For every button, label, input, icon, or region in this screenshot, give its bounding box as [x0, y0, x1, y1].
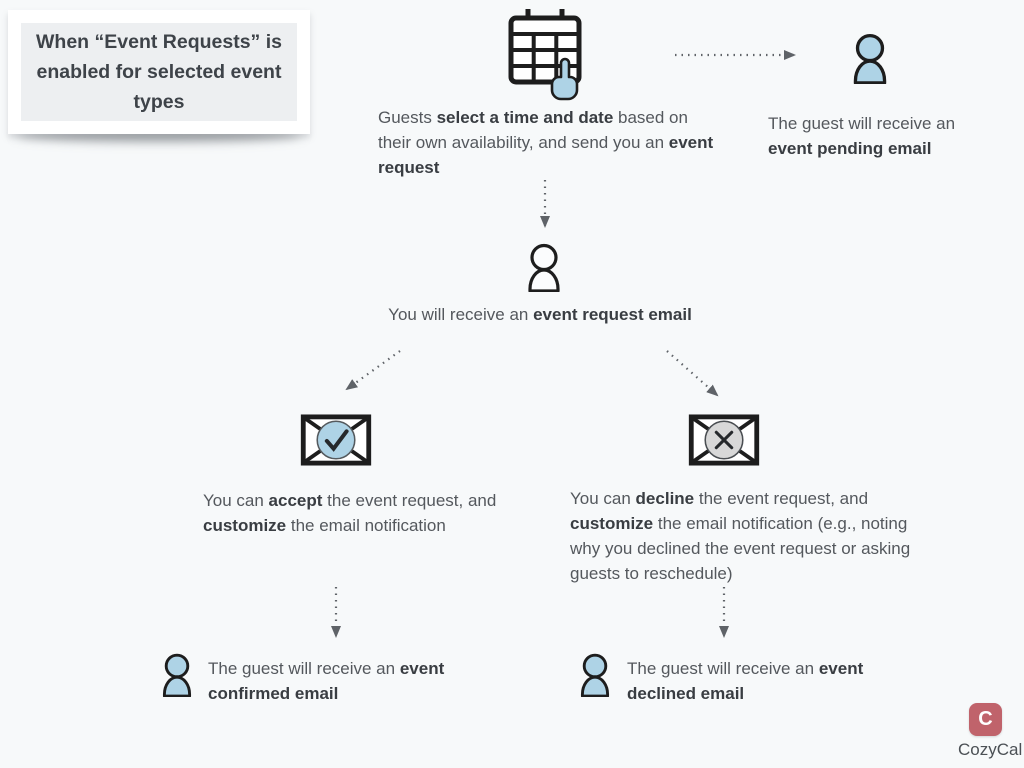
step-request-email-text: You will receive an event request email — [388, 305, 692, 324]
host-person-icon — [528, 243, 560, 292]
calendar-date-picker-icon — [508, 9, 582, 101]
dotted-arrow-to-guest — [675, 50, 796, 60]
callout-text: When “Event Requests” is enabled for sel… — [21, 23, 297, 121]
cozycal-logo-letter: C — [978, 708, 993, 730]
step-decline-text: You can decline the event request, and c… — [570, 489, 911, 583]
dotted-arrow-to-host — [540, 180, 550, 228]
envelope-x-icon — [688, 414, 760, 466]
dotted-arrow-to-decline — [666, 350, 719, 397]
dotted-arrow-to-declined — [719, 587, 729, 638]
dotted-arrow-to-accept — [345, 350, 401, 391]
x-icon — [714, 430, 734, 450]
check-icon — [324, 429, 349, 452]
guest-person-icon — [853, 33, 887, 84]
step-accept-text: You can accept the event request, and cu… — [203, 491, 497, 535]
cozycal-logo-icon: C — [969, 703, 1002, 736]
envelope-check-icon — [300, 414, 372, 466]
callout-note: When “Event Requests” is enabled for sel… — [8, 10, 310, 134]
pointing-hand-icon — [550, 57, 579, 101]
dotted-arrow-to-confirmed — [331, 587, 341, 638]
guest-person-icon — [580, 653, 610, 697]
step-declined-text: The guest will receive an event declined… — [627, 659, 864, 703]
step-confirmed-text: The guest will receive an event confirme… — [208, 659, 445, 703]
step-select-text: Guests select a time and date based on t… — [378, 108, 714, 177]
step-pending-text: The guest will receive an event pending … — [768, 114, 956, 158]
guest-person-icon — [162, 653, 192, 697]
cozycal-brand-name: CozyCal — [958, 740, 1023, 759]
